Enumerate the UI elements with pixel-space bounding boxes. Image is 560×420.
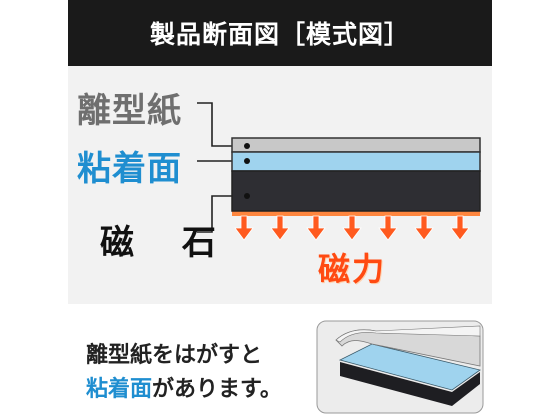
force-arrows — [234, 215, 470, 241]
note-line-1-text: をはがすと — [152, 343, 263, 368]
header-bar: 製品断面図［模式図］ — [68, 0, 492, 66]
peel-magnet-sheet — [340, 362, 480, 406]
magnetic-force-label: 磁力 — [318, 250, 387, 288]
adhesive-surface-label: 粘着面 — [77, 149, 182, 189]
magnet-dot — [244, 193, 250, 199]
force-arrow — [306, 215, 326, 241]
force-arrow — [342, 215, 362, 241]
note-release-paper: 離型紙 — [86, 343, 153, 368]
release-paper-layer — [231, 137, 481, 153]
note-line-2: 粘着面があります。 — [86, 371, 282, 403]
peel-release-paper-top — [335, 325, 481, 343]
force-arrow — [234, 215, 254, 241]
magnet-layer — [231, 170, 481, 212]
peel-adhesive-surface — [338, 343, 481, 391]
force-arrow — [414, 215, 434, 241]
magnet-glow — [232, 208, 480, 216]
magnet-leader-line — [197, 195, 246, 233]
note-line-2-text: があります。 — [152, 377, 282, 402]
release-leader-line — [197, 102, 246, 147]
adhesive-layer — [231, 151, 481, 172]
note-adhesive-surface: 粘着面 — [86, 377, 153, 402]
magnet-label: 磁 石 — [100, 223, 234, 263]
note-line-1: 離型紙をはがすと — [86, 337, 262, 369]
force-arrow — [378, 215, 398, 241]
release-paper-label: 離型紙 — [77, 91, 182, 131]
adhesive-dot — [244, 158, 250, 164]
force-arrow — [450, 215, 470, 241]
page-title: 製品断面図［模式図］ — [149, 20, 410, 49]
force-arrow — [270, 215, 290, 241]
release-dot — [244, 143, 250, 149]
